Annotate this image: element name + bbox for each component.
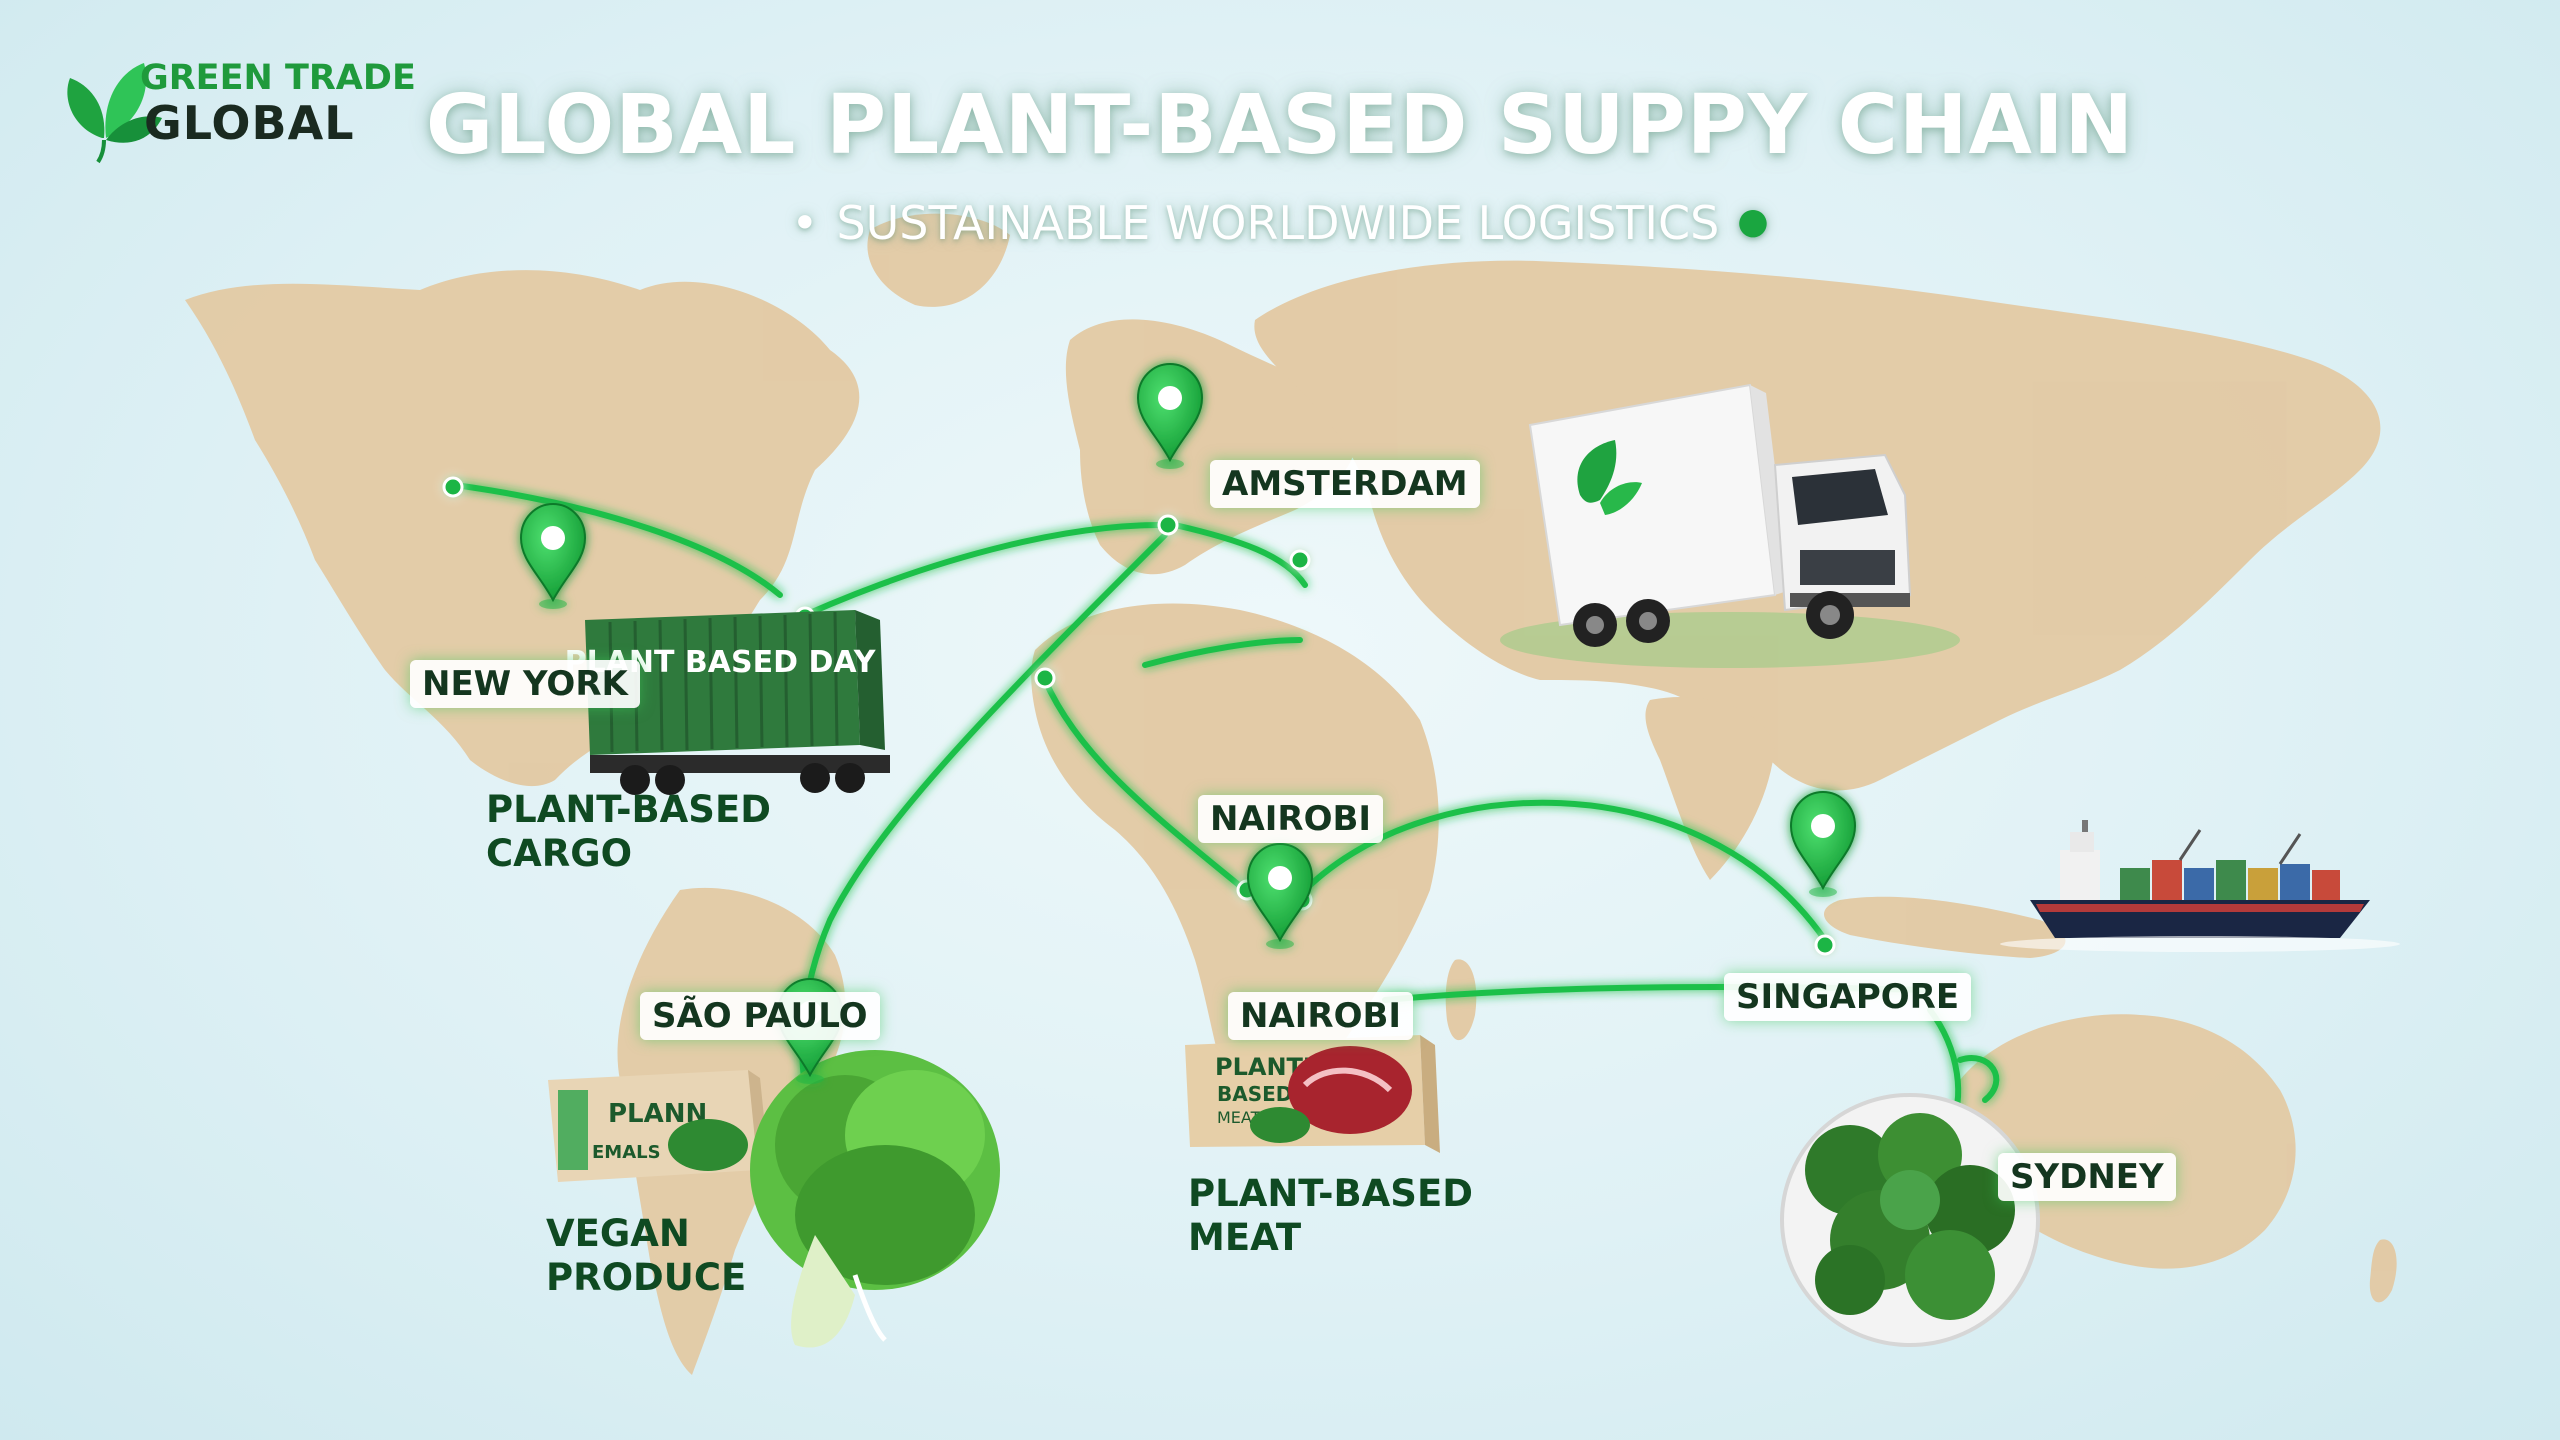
greenland xyxy=(867,213,1010,307)
category-produce-line-2: PRODUCE xyxy=(546,1256,747,1299)
leaf-icon xyxy=(67,63,162,164)
city-label-nairobi-lower[interactable]: NAIROBI xyxy=(1228,992,1414,1040)
europe xyxy=(1065,319,1357,575)
pin-nairobi-icon[interactable] xyxy=(1246,842,1314,949)
dot-mediterranean[interactable] xyxy=(1289,549,1311,571)
route-nyc-west xyxy=(452,482,783,598)
category-vegan-produce: VEGAN PRODUCE xyxy=(546,1212,746,1300)
bullet-right: ● xyxy=(1737,201,1769,242)
pin-amsterdam-icon[interactable] xyxy=(1136,362,1204,469)
dot-west-coast[interactable] xyxy=(442,476,464,498)
category-cargo-line-1: PLANT-BASED xyxy=(486,788,771,831)
route-amsterdam-med xyxy=(1172,522,1308,588)
city-label-singapore[interactable]: SINGAPORE xyxy=(1724,973,1972,1021)
africa xyxy=(1031,603,1439,1111)
city-label-sydney[interactable]: SYDNEY xyxy=(1998,1153,2176,1201)
dot-amsterdam[interactable] xyxy=(1157,514,1179,536)
page-title: GLOBAL PLANT-BASED SUPPY CHAIN xyxy=(425,78,2135,173)
route-nyc-amsterdam xyxy=(802,522,1163,618)
city-label-amsterdam[interactable]: AMSTERDAM xyxy=(1210,460,1480,508)
cargo-ship-icon xyxy=(2000,820,2400,952)
dot-north-africa[interactable] xyxy=(1034,667,1056,689)
meat-box-label-2: BASED xyxy=(1217,1082,1292,1106)
japan xyxy=(2145,468,2208,600)
city-label-nairobi-upper[interactable]: NAIROBI xyxy=(1198,795,1384,843)
route-nairobi-singapore xyxy=(1297,799,1828,943)
route-amsterdam-africa xyxy=(1142,637,1303,668)
spinach-bowl-icon xyxy=(1780,1093,2040,1347)
container-truck-icon: PLANT BASED DAY xyxy=(565,610,890,795)
category-meat-line-1: PLANT-BASED xyxy=(1188,1172,1473,1215)
route-sydney-loop xyxy=(1957,1055,2000,1103)
category-produce-line-1: VEGAN xyxy=(546,1212,690,1255)
new-zealand xyxy=(2369,1239,2397,1303)
logo-line-1: GREEN TRADE xyxy=(140,58,416,98)
category-plant-based-meat: PLANT-BASED MEAT xyxy=(1188,1172,1473,1260)
category-cargo-line-2: CARGO xyxy=(486,832,633,875)
madagascar xyxy=(1445,959,1477,1041)
meat-box-icon: PLANTN BASED MEAT xyxy=(1185,1035,1440,1153)
pin-singapore-icon[interactable] xyxy=(1789,790,1857,897)
truck-icon xyxy=(1500,383,1960,668)
city-label-sao-paulo[interactable]: SÃO PAULO xyxy=(640,992,880,1040)
produce-box-label-2: EMALS xyxy=(592,1142,661,1163)
brand-logo[interactable]: GREEN TRADE GLOBAL xyxy=(60,52,420,152)
page-subtitle: • SUSTAINABLE WORLDWIDE LOGISTICS ● xyxy=(0,196,2560,250)
route-africa-nairobi xyxy=(1042,677,1248,893)
category-meat-line-2: MEAT xyxy=(1188,1216,1302,1259)
indonesia xyxy=(1823,896,2066,958)
india xyxy=(1645,697,1775,880)
lettuce-icon xyxy=(750,1050,1000,1348)
subtitle-text: SUSTAINABLE WORLDWIDE LOGISTICS xyxy=(836,196,1720,250)
meat-box-label-3: MEAT xyxy=(1217,1108,1261,1127)
dot-singapore[interactable] xyxy=(1814,934,1836,956)
pin-new-york-icon[interactable] xyxy=(519,502,587,609)
city-label-new-york[interactable]: NEW YORK xyxy=(410,660,640,708)
bullet-left: • xyxy=(791,196,819,250)
produce-box-icon: PLANN EMALS xyxy=(548,1070,770,1182)
category-plant-based-cargo: PLANT-BASED CARGO xyxy=(486,788,771,876)
logo-line-2: GLOBAL xyxy=(144,96,355,150)
